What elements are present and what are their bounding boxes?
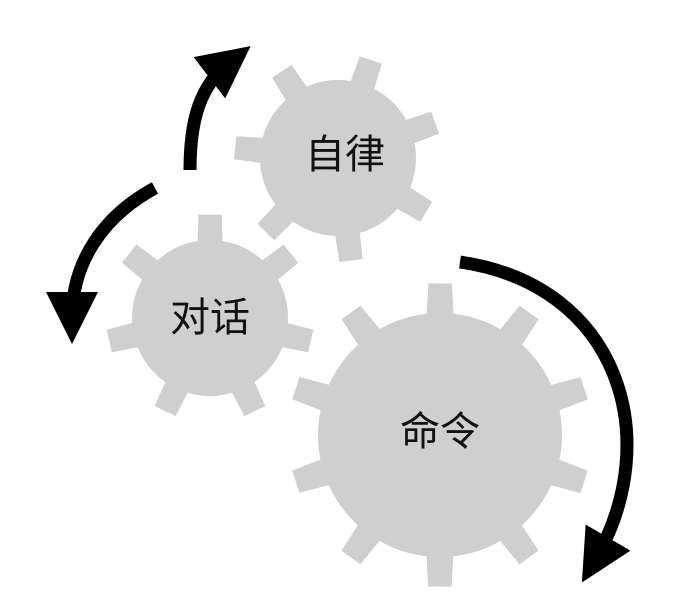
gear-self-discipline-shape xyxy=(234,56,440,262)
gear-dialogue: 对话 xyxy=(106,214,314,417)
gear-self-discipline: 自律 xyxy=(234,56,440,262)
gear-self-discipline-label: 自律 xyxy=(305,132,385,178)
arrow-dialogue-to-self-discipline xyxy=(183,46,251,171)
gear-dialogue-label: 对话 xyxy=(170,295,250,341)
gear-command-label: 命令 xyxy=(400,409,480,455)
arrow-command-cycle xyxy=(459,255,634,583)
gear-command: 命令 xyxy=(292,283,588,587)
gear-dialogue-shape xyxy=(106,214,314,417)
arrow-toward-dialogue xyxy=(46,182,159,344)
gear-command-shape xyxy=(292,283,588,587)
